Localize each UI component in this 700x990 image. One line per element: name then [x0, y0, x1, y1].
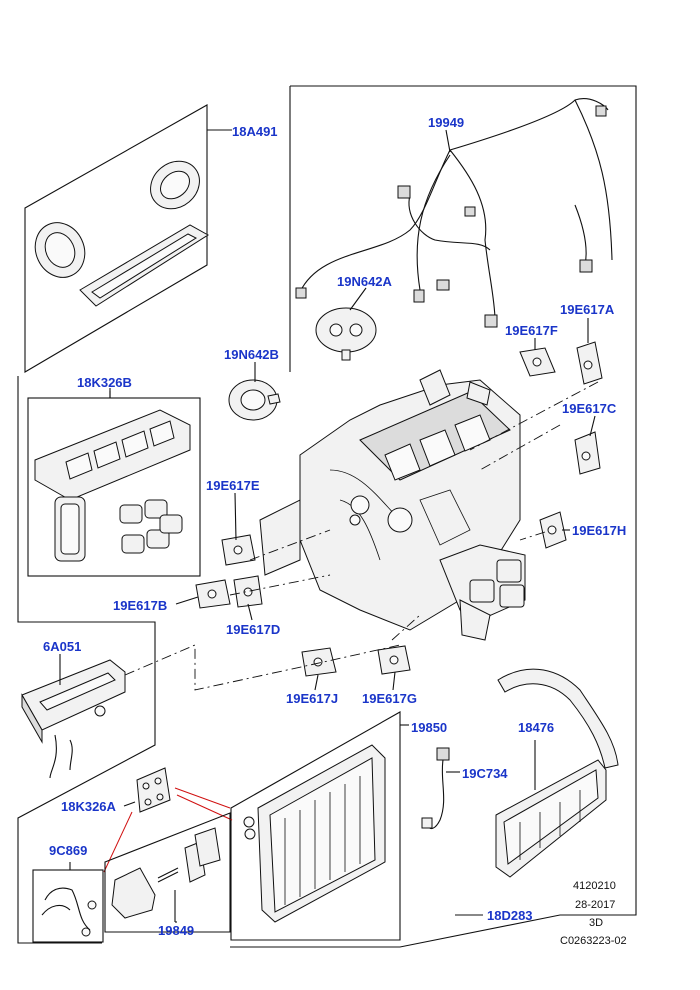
- actuator-19E617A: [576, 341, 603, 385]
- callout-19E617A[interactable]: 19E617A: [560, 302, 615, 317]
- callout-19E617C[interactable]: 19E617C: [562, 401, 617, 416]
- ref-line-1: 4120210: [573, 880, 616, 892]
- gasket-19N642A: [315, 307, 377, 361]
- leader-lines: [59, 129, 596, 923]
- ref-line-3: 3D: [589, 917, 603, 929]
- callout-6A051[interactable]: 6A051: [43, 639, 81, 654]
- wiring-harness: [295, 98, 613, 328]
- rect-seal: [54, 496, 86, 562]
- callout-18A491[interactable]: 18A491: [232, 124, 278, 139]
- callout-18K326B[interactable]: 18K326B: [77, 375, 132, 390]
- callout-19E617H[interactable]: 19E617H: [572, 523, 626, 538]
- callout-19C734[interactable]: 19C734: [462, 766, 508, 781]
- actuator-19E617C: [574, 431, 601, 475]
- seal-kit-panel: [24, 104, 232, 373]
- callout-18476[interactable]: 18476: [518, 720, 554, 735]
- heater-core-panel: [230, 711, 409, 941]
- callout-9C869[interactable]: 9C869: [49, 843, 87, 858]
- actuator-19E617F: [519, 347, 556, 377]
- callout-19849[interactable]: 19849: [158, 923, 194, 938]
- ref-line-2: 28-2017: [575, 899, 615, 911]
- callout-19850[interactable]: 19850: [411, 720, 447, 735]
- callout-18D283[interactable]: 18D283: [487, 908, 533, 923]
- assembly-lines: [124, 381, 599, 691]
- callout-19E617J[interactable]: 19E617J: [286, 691, 338, 706]
- gasket-plate-18K326A: [103, 767, 233, 873]
- valve-kit-panel: [104, 812, 231, 933]
- actuator-19E617D: [233, 575, 263, 608]
- round-seal-right: [150, 160, 200, 210]
- grid-seal: [34, 409, 191, 501]
- callout-19E617D[interactable]: 19E617D: [226, 622, 280, 637]
- callout-18K326A[interactable]: 18K326A: [61, 799, 117, 814]
- ref-line-4: C0263223-02: [560, 935, 627, 947]
- heater-core-18476: [495, 668, 619, 878]
- actuator-19E617E: [221, 534, 256, 566]
- callouts: 18A491 19949 19N642A 19E617A 19E617F 19N…: [43, 115, 626, 938]
- round-seal-left: [34, 222, 86, 278]
- callout-19N642A[interactable]: 19N642A: [337, 274, 393, 289]
- callout-19N642B[interactable]: 19N642B: [224, 347, 279, 362]
- callout-19E617B[interactable]: 19E617B: [113, 598, 167, 613]
- callout-19E617G[interactable]: 19E617G: [362, 691, 417, 706]
- evaporator-6A051: [21, 659, 126, 779]
- gasket-19N642B: [228, 379, 281, 421]
- actuator-19E617G: [377, 645, 411, 675]
- callout-19E617E[interactable]: 19E617E: [206, 478, 260, 493]
- actuator-19E617J: [301, 647, 337, 677]
- hvac-housing: [259, 369, 526, 641]
- sensor-19C734: [421, 747, 450, 830]
- drawing-reference: 4120210 28-2017 3D C0263223-02: [560, 880, 627, 947]
- pipe-kit-panel: [32, 862, 104, 943]
- actuator-19E617H: [539, 511, 567, 549]
- actuator-19E617B: [195, 579, 231, 609]
- assembly-frame: [17, 85, 637, 948]
- quad-seal: [119, 499, 183, 554]
- callout-19E617F[interactable]: 19E617F: [505, 323, 558, 338]
- seal-set-panel: [27, 391, 201, 577]
- long-seal: [79, 224, 209, 307]
- callout-19949[interactable]: 19949: [428, 115, 464, 130]
